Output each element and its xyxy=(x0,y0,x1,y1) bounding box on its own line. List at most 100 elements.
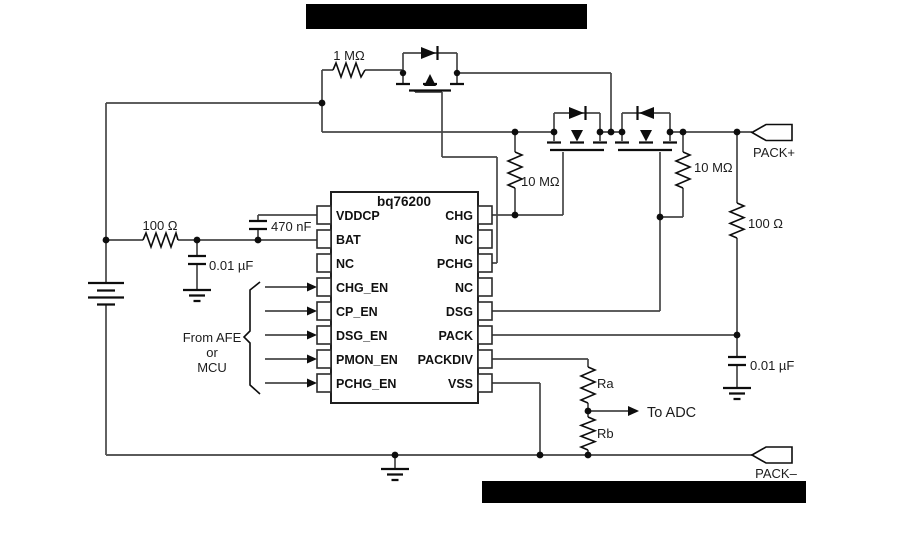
pin-label-cp-en: CP_EN xyxy=(336,305,378,319)
ground-icon xyxy=(723,386,751,401)
resistor-10mohm-chg xyxy=(505,151,525,189)
label-r-precharge: 1 MΩ xyxy=(333,48,365,63)
ground-icon xyxy=(183,288,211,303)
pin-dsg-en xyxy=(316,325,332,345)
pin-cp-en xyxy=(316,301,332,321)
battery-plates xyxy=(88,281,124,306)
control-inputs xyxy=(242,281,317,395)
brace xyxy=(242,281,261,395)
pin-nc-left xyxy=(316,253,332,273)
resistor-ra xyxy=(578,366,598,404)
chip-title: bq76200 xyxy=(377,194,431,209)
junction-dot xyxy=(733,331,741,339)
mosfet-chg xyxy=(547,106,607,152)
fet-terminals xyxy=(402,53,458,83)
pin-pmon-en xyxy=(316,349,332,369)
labels: 1 MΩ 100 Ω 470 nF 0.01 µF 10 MΩ 10 MΩ 10… xyxy=(142,48,797,481)
capacitor-470nf xyxy=(249,219,267,231)
adc-arrow xyxy=(588,406,639,416)
label-c-pack: 0.01 µF xyxy=(750,358,794,373)
label-source-2: or xyxy=(206,345,218,360)
junction-dot xyxy=(399,69,407,77)
wire-segment xyxy=(660,188,684,218)
arrow-right-icon xyxy=(307,306,317,316)
arrow-right-icon xyxy=(307,354,317,364)
input-arrow-pmon-en xyxy=(265,354,317,364)
pin-label-vss: VSS xyxy=(448,377,473,391)
pin-label-chg: CHG xyxy=(445,209,473,223)
label-r-chg-gate: 10 MΩ xyxy=(521,174,560,189)
label-rb: Rb xyxy=(597,426,614,441)
pin-nc-right1 xyxy=(477,229,493,249)
label-source-3: MCU xyxy=(197,360,227,375)
diode-icon xyxy=(639,107,654,119)
label-r-pack-filter: 100 Ω xyxy=(748,216,783,231)
junction-dot xyxy=(618,128,626,136)
fet-terminals xyxy=(621,113,671,141)
fet-body-arrow-icon xyxy=(571,130,583,142)
junction-dot xyxy=(193,236,201,244)
junction-dot xyxy=(733,128,741,136)
arrow-right-icon xyxy=(307,378,317,388)
label-ra: Ra xyxy=(597,376,614,391)
capacitor-001uf-bat xyxy=(188,254,206,266)
junction-dot xyxy=(666,128,674,136)
pin-label-chg-en: CHG_EN xyxy=(336,281,388,295)
resistor-10mohm-dsg xyxy=(673,151,693,189)
pin-vss xyxy=(477,373,493,393)
arrow-right-icon xyxy=(628,406,639,416)
chip-body: bq76200 VDDCP BAT NC CHG_EN CP_EN DSG_EN… xyxy=(316,191,493,404)
mosfet-dsg xyxy=(615,106,677,152)
label-source-1: From AFE xyxy=(183,330,242,345)
pin-label-dsg: DSG xyxy=(446,305,473,319)
input-arrow-dsg-en xyxy=(265,330,317,340)
input-arrow-cp-en xyxy=(265,306,317,316)
junction-dot xyxy=(318,99,326,107)
pin-chg-en xyxy=(316,277,332,297)
input-arrow-pchg-en xyxy=(265,378,317,388)
ground-icon xyxy=(381,467,409,482)
label-pack-plus: PACK+ xyxy=(753,145,795,160)
pin-label-bat: BAT xyxy=(336,233,361,247)
junction-dot xyxy=(596,128,604,136)
pin-pack xyxy=(477,325,493,345)
junction-dot xyxy=(453,69,461,77)
pin-label-nc-r2: NC xyxy=(455,281,473,295)
pin-packdiv xyxy=(477,349,493,369)
pin-label-pchg: PCHG xyxy=(437,257,473,271)
pin-label-nc-r1: NC xyxy=(455,233,473,247)
pin-label-dsg-en: DSG_EN xyxy=(336,329,387,343)
junction-dot xyxy=(656,213,664,221)
pin-bat xyxy=(316,229,332,249)
pack-minus-connector xyxy=(750,446,793,464)
junction-dots xyxy=(102,69,741,459)
label-pack-minus: PACK– xyxy=(755,466,797,481)
pin-label-packdiv: PACKDIV xyxy=(418,353,474,367)
arrow-right-icon xyxy=(307,282,317,292)
capacitors xyxy=(188,219,746,367)
pin-label-pack: PACK xyxy=(439,329,474,343)
label-r-bat-filter: 100 Ω xyxy=(142,218,177,233)
resistor-100ohm-bat xyxy=(142,230,179,250)
wire-segment xyxy=(492,382,541,455)
pin-dsg xyxy=(477,301,493,321)
label-to-adc: To ADC xyxy=(647,405,696,421)
junction-dot xyxy=(584,451,592,459)
connector-tag-icon xyxy=(750,446,793,464)
junction-dot xyxy=(391,451,399,459)
wire-segment xyxy=(492,358,589,455)
junction-dot xyxy=(102,236,110,244)
junction-dot xyxy=(584,407,592,415)
fet-body-arrow-icon xyxy=(424,74,436,86)
junction-dot xyxy=(536,451,544,459)
junction-dot xyxy=(679,128,687,136)
input-arrow-chg-en xyxy=(265,282,317,292)
junction-dot xyxy=(607,128,615,136)
wire-segment xyxy=(492,152,564,216)
arrow-right-icon xyxy=(307,330,317,340)
junction-dot xyxy=(511,211,519,219)
resistor-1mohm xyxy=(332,60,366,80)
junction-dot xyxy=(254,236,262,244)
mosfet-precharge xyxy=(396,46,464,92)
